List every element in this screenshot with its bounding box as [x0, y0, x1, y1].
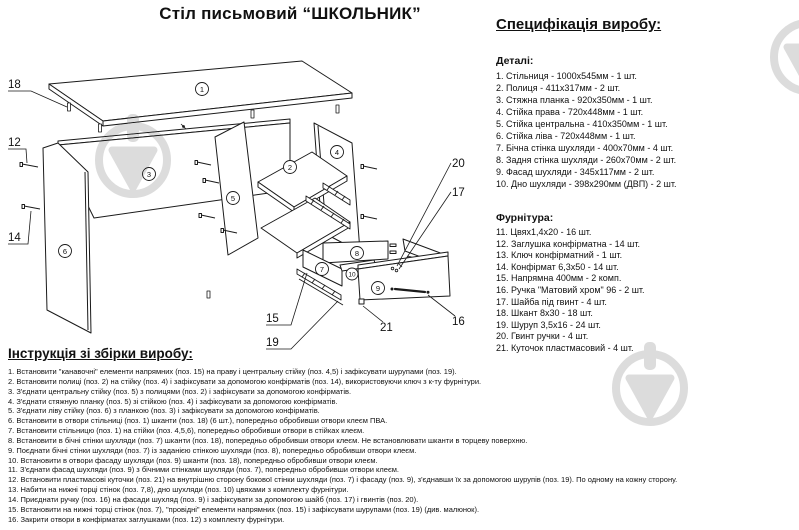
- hardware-heading: Фурнітура:: [496, 212, 554, 224]
- callout-label: 5: [231, 194, 235, 203]
- instruction-step: 1. Встановити "канавочні" елементи напря…: [8, 367, 457, 376]
- details-block: Деталі: 1. Стільниця - 1000х545мм - 1 шт…: [496, 55, 796, 190]
- details-heading: Деталі:: [496, 55, 534, 67]
- hardware-item: 20. Гвинт ручки - 4 шт.: [496, 331, 589, 342]
- hardware-item: 18. Шкант 8х30 - 18 шт.: [496, 308, 593, 319]
- specification-panel: Специфікація виробу: Деталі: 1. Стільниц…: [496, 16, 796, 355]
- detail-item: 8. Задня стінка шухляди - 260х70мм - 2 ш…: [496, 155, 677, 165]
- detail-item: 1. Стільниця - 1000х545мм - 1 шт.: [496, 71, 637, 81]
- detail-item: 10. Дно шухляди - 398х290мм (ДВП) - 2 шт…: [496, 179, 677, 189]
- callout-14: 14: [8, 232, 21, 244]
- callout-label: 8: [355, 249, 359, 258]
- instructions-heading: Інструкція зі збірки виробу:: [8, 346, 193, 361]
- callout-label: 10: [348, 272, 356, 279]
- part-central-panel: [214, 121, 259, 256]
- callout-label: 2: [288, 163, 292, 172]
- corner-bracket: [358, 298, 365, 305]
- instruction-step: 13. Набити на нижні торці стінок (поз. 7…: [8, 485, 349, 495]
- drawer-handle: [393, 287, 427, 294]
- instruction-step: 15. Встановити на нижні торці стінок (по…: [8, 504, 480, 514]
- instruction-step: 4. З'єднати стяжную планку (поз. 5) зі с…: [8, 396, 338, 406]
- hardware-item: 15. Напрямна 400мм - 2 комп.: [496, 273, 622, 284]
- instruction-step: 2. Встановити полиці (поз. 2) на стійку …: [8, 376, 482, 386]
- callout-label: 6: [63, 247, 67, 256]
- page-title: Стіл письмовий “ШКОЛЬНИК”: [159, 4, 421, 23]
- instruction-step: 16. Закрити отвори в конфірматах заглушк…: [8, 514, 285, 524]
- callout-20: 20: [452, 158, 465, 170]
- hardware-item: 13. Ключ конфірматний - 1 шт.: [496, 250, 623, 261]
- steps-list: 1. Встановити "канавочні" елементи напря…: [8, 367, 796, 525]
- callout-part-4: 4: [330, 145, 344, 159]
- callout-part-5: 5: [226, 191, 240, 205]
- callout-part-2: 2: [283, 160, 297, 174]
- instruction-step: 10. Встановити в отвори фасаду шухляди (…: [8, 455, 378, 465]
- confirmat-screws: [19, 160, 378, 234]
- leader-lines: [8, 90, 456, 350]
- hardware-item: 21. Куточок пластмасовий - 4 шт.: [496, 342, 634, 353]
- callout-part-3: 3: [142, 167, 156, 181]
- detail-item: 9. Фасад шухляди - 345х117мм - 2 шт.: [496, 167, 655, 177]
- instruction-step: 8. Встановити в бічні стінки шухляди (по…: [8, 435, 528, 445]
- detail-item: 5. Стійка центральна - 410х350мм - 1 шт.: [496, 119, 668, 129]
- callout-part-9: 9: [371, 281, 385, 295]
- instruction-step: 7. Встановити стільницю (поз. 1) на стій…: [8, 426, 365, 436]
- callout-label: 3: [147, 170, 151, 179]
- detail-item: 4. Стійка права - 720х448мм - 1 шт.: [496, 107, 644, 117]
- detail-item: 7. Бічна стінка шухляди - 400х70мм - 4 ш…: [496, 143, 674, 153]
- callout-18: 18: [8, 79, 21, 91]
- callout-15: 15: [266, 313, 279, 325]
- callout-part-6: 6: [58, 244, 72, 258]
- instruction-step: 12. Встановити пластмасові куточки (поз.…: [8, 475, 678, 485]
- hardware-item: 12. Заглушка конфірматна - 14 шт.: [496, 238, 641, 249]
- callout-part-1: 1: [195, 82, 209, 96]
- callout-16: 16: [452, 316, 465, 328]
- hardware-item: 19. Шуруп 3,5х16 - 24 шт.: [496, 319, 601, 330]
- instruction-step: 11. З'єднати фасад шухляди (поз. 9) з бі…: [8, 465, 400, 475]
- hardware-item: 14. Конфірмат 6,3х50 - 14 шт.: [496, 261, 619, 272]
- callout-label: 1: [200, 85, 204, 94]
- callout-label: 9: [376, 284, 380, 293]
- callout-label: 4: [335, 148, 339, 157]
- hardware-list: 11. Цвях1,4х20 - 16 шт.12. Заглушка конф…: [496, 227, 796, 355]
- instruction-step: 6. Встановити в отвори стільниці (поз. 1…: [8, 416, 388, 426]
- instruction-step: 14. Приєднати ручку (поз. 16) на фасади …: [8, 494, 419, 504]
- details-list: 1. Стільниця - 1000х545мм - 1 шт. 2. Поли…: [496, 70, 796, 190]
- part-left-panel: [42, 142, 92, 334]
- instruction-step: 5. З'єднати ліву стійку (поз. 6) з планк…: [8, 406, 320, 416]
- spec-heading: Специфікація виробу:: [496, 16, 662, 33]
- instruction-step: 3. З'єднати центральну стійку (поз. 5) з…: [8, 386, 352, 396]
- hardware-block: Фурнітура: 11. Цвях1,4х20 - 16 шт.12. За…: [496, 212, 796, 355]
- callout-17: 17: [452, 187, 465, 199]
- part-planka: [57, 118, 291, 219]
- hardware-item: 17. Шайба під гвинт - 4 шт.: [496, 296, 607, 307]
- hardware-item: 16. Ручка "Матовий хром" 96 - 2 шт.: [496, 284, 645, 295]
- detail-item: 2. Полиця - 411х317мм - 2 шт.: [496, 83, 621, 93]
- assembly-instructions: Інструкція зі збірки виробу: 1. Встанови…: [8, 346, 796, 525]
- callout-part-7: 7: [315, 262, 329, 276]
- callout-part-8: 8: [350, 246, 364, 260]
- callout-label: 7: [320, 265, 324, 274]
- detail-item: 3. Стяжна планка - 920х350мм - 1 шт.: [496, 95, 653, 105]
- assembly-diagram: 1 2 3 4 5 6 7 8 9 10 18 12 14 20 17 15 1…: [8, 60, 465, 350]
- callout-part-10: 10: [345, 267, 359, 281]
- instruction-step: 9. Поєднати бічні стінки шухляди (поз. 7…: [8, 445, 417, 455]
- callout-21: 21: [380, 322, 393, 334]
- callout-12: 12: [8, 137, 21, 149]
- plain-callouts: 18 12 14 20 17 15 19 21 16: [8, 79, 465, 349]
- hardware-item: 11. Цвях1,4х20 - 16 шт.: [496, 227, 592, 237]
- detail-item: 6. Стійка ліва - 720х448мм - 1 шт.: [496, 131, 636, 141]
- callout-19: 19: [266, 337, 279, 349]
